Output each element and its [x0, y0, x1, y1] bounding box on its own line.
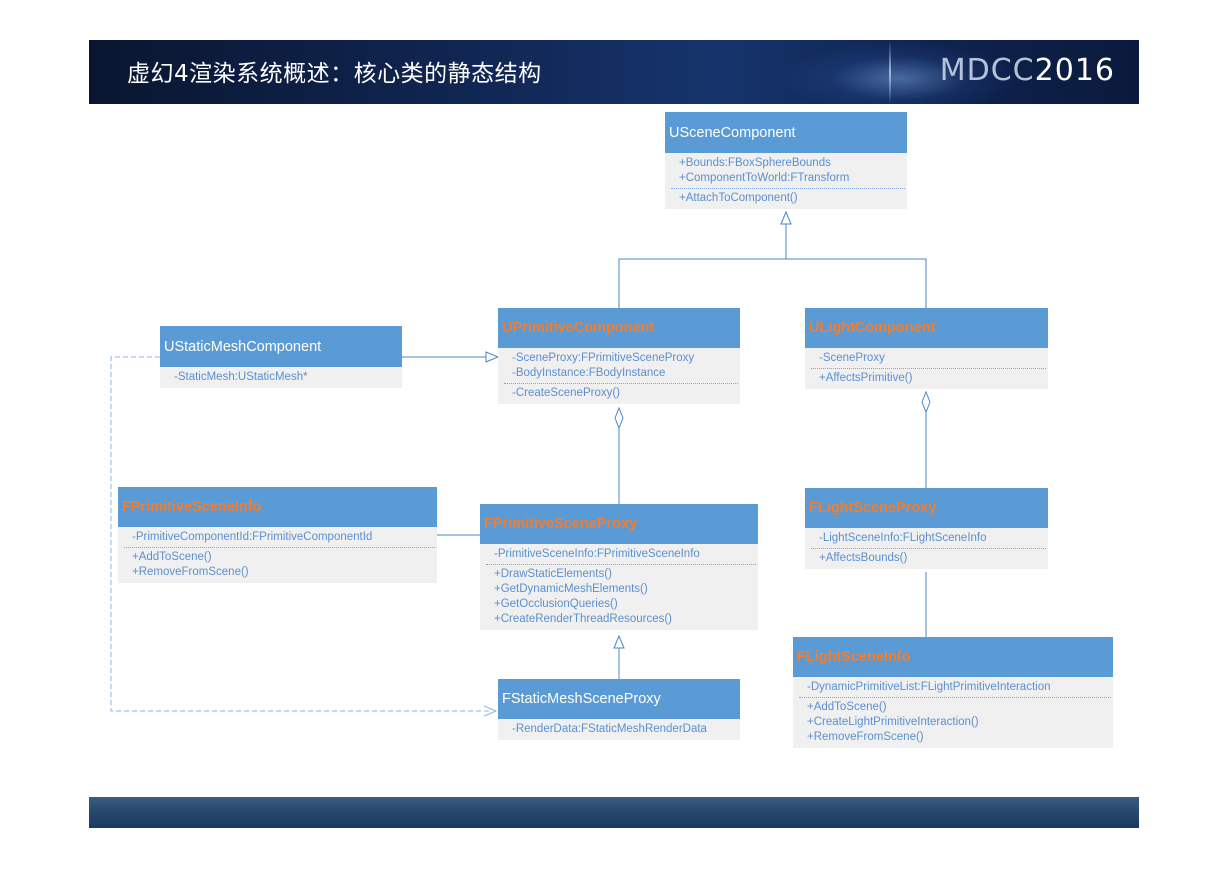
brand-logo: MDCC2016: [940, 53, 1115, 88]
method-removefromscene: +RemoveFromScene(): [132, 566, 249, 578]
method-addtoscene: +AddToScene(): [807, 701, 887, 713]
class-name: FPrimitiveSceneInfo: [118, 487, 437, 527]
class-body: -RenderData:FStaticMeshRenderData: [498, 719, 740, 740]
class-uprimitivecomponent: UPrimitiveComponent -SceneProxy:FPrimiti…: [498, 308, 740, 404]
class-name: ULightComponent: [805, 308, 1048, 348]
brand-mdcc: MDCC: [939, 53, 1035, 88]
class-body: -SceneProxy +AffectsPrimitive(): [805, 348, 1048, 389]
method-affectsprimitive: +AffectsPrimitive(): [819, 372, 913, 384]
attribute-dynamicprimitivelist: -DynamicPrimitiveList:FLightPrimitiveInt…: [807, 681, 1051, 693]
class-body: +Bounds:FBoxSphereBounds +ComponentToWor…: [665, 153, 907, 209]
method-getocclusionqueries: +GetOcclusionQueries(): [494, 598, 618, 610]
class-name: UPrimitiveComponent: [498, 308, 740, 348]
method-affectsbounds: +AffectsBounds(): [819, 552, 908, 564]
member-separator: [671, 188, 905, 189]
class-body: -DynamicPrimitiveList:FLightPrimitiveInt…: [793, 677, 1113, 748]
attribute-sceneproxy: -SceneProxy: [819, 352, 885, 364]
attribute-bodyinstance: -BodyInstance:FBodyInstance: [512, 367, 666, 379]
method-createlightprimitiveinteraction: +CreateLightPrimitiveInteraction(): [807, 716, 979, 728]
class-body: -SceneProxy:FPrimitiveSceneProxy -BodyIn…: [498, 348, 740, 404]
dependency-staticmesh-proxy: [110, 356, 498, 717]
attribute-bounds: +Bounds:FBoxSphereBounds: [679, 157, 831, 169]
method-removefromscene: +RemoveFromScene(): [807, 731, 924, 743]
method-createrenderthreadresources: +CreateRenderThreadResources(): [494, 613, 673, 625]
attribute-sceneproxy: -SceneProxy:FPrimitiveSceneProxy: [512, 352, 695, 364]
class-name: FPrimitiveSceneProxy: [480, 504, 758, 544]
attribute-primitivesceneinfo: -PrimitiveSceneInfo:FPrimitiveSceneInfo: [494, 548, 700, 560]
method-drawstaticelements: +DrawStaticElements(): [494, 568, 612, 580]
member-separator: [486, 564, 756, 565]
class-name: FLightSceneProxy: [805, 488, 1048, 528]
member-separator: [811, 368, 1046, 369]
class-flightsceneproxy: FLightSceneProxy -LightSceneInfo:FLightS…: [805, 488, 1048, 569]
member-separator: [504, 383, 738, 384]
class-name: FLightSceneInfo: [793, 637, 1113, 677]
aggregation-light-proxy: [921, 390, 931, 488]
aggregation-primitive-proxy: [614, 406, 624, 504]
class-ustaticmeshcomponent: UStaticMeshComponent -StaticMesh:UStatic…: [160, 326, 402, 388]
attribute-primitivecomponentid: -PrimitiveComponentId:FPrimitiveComponen…: [132, 531, 373, 543]
class-name: FStaticMeshSceneProxy: [498, 679, 740, 719]
inheritance-to-uprimitive: [402, 351, 500, 363]
class-body: -PrimitiveSceneInfo:FPrimitiveSceneInfo …: [480, 544, 758, 630]
class-body: -LightSceneInfo:FLightSceneInfo +Affects…: [805, 528, 1048, 569]
class-name: USceneComponent: [665, 112, 907, 153]
method-createsceneproxy: -CreateSceneProxy(): [512, 387, 621, 399]
method-addtoscene: +AddToScene(): [132, 551, 212, 563]
class-body: -PrimitiveComponentId:FPrimitiveComponen…: [118, 527, 437, 583]
class-body: -StaticMesh:UStaticMesh*: [160, 367, 402, 388]
header-light-ray: [889, 40, 891, 104]
inheritance-to-uscene: [618, 210, 927, 308]
class-uscenecomponent: USceneComponent +Bounds:FBoxSphereBounds…: [665, 112, 907, 209]
attribute-staticmesh: -StaticMesh:UStaticMesh*: [174, 371, 308, 383]
class-fstaticmeshsceneproxy: FStaticMeshSceneProxy -RenderData:FStati…: [498, 679, 740, 740]
member-separator: [124, 547, 435, 548]
attribute-renderdata: -RenderData:FStaticMeshRenderData: [512, 723, 707, 735]
slide-header: 虚幻4渲染系统概述：核心类的静态结构 MDCC2016: [89, 40, 1139, 104]
class-fprimitivesceneproxy: FPrimitiveSceneProxy -PrimitiveSceneInfo…: [480, 504, 758, 630]
header-glow: [779, 40, 1019, 104]
method-attachtocomponent: +AttachToComponent(): [679, 192, 798, 204]
member-separator: [799, 697, 1111, 698]
attribute-lightsceneinfo: -LightSceneInfo:FLightSceneInfo: [819, 532, 987, 544]
class-name: UStaticMeshComponent: [160, 326, 402, 367]
inheritance-to-fprimitiveproxy: [613, 634, 625, 679]
slide-footer-bar: [89, 797, 1139, 828]
attribute-componenttoworld: +ComponentToWorld:FTransform: [679, 172, 850, 184]
brand-year: 2016: [1034, 53, 1115, 88]
slide-title: 虚幻4渲染系统概述：核心类的静态结构: [127, 61, 542, 87]
class-flightsceneinfo: FLightSceneInfo -DynamicPrimitiveList:FL…: [793, 637, 1113, 748]
member-separator: [811, 548, 1046, 549]
class-fprimitivesceneinfo: FPrimitiveSceneInfo -PrimitiveComponentI…: [118, 487, 437, 583]
method-getdynamicmeshelements: +GetDynamicMeshElements(): [494, 583, 648, 595]
class-ulightcomponent: ULightComponent -SceneProxy +AffectsPrim…: [805, 308, 1048, 389]
